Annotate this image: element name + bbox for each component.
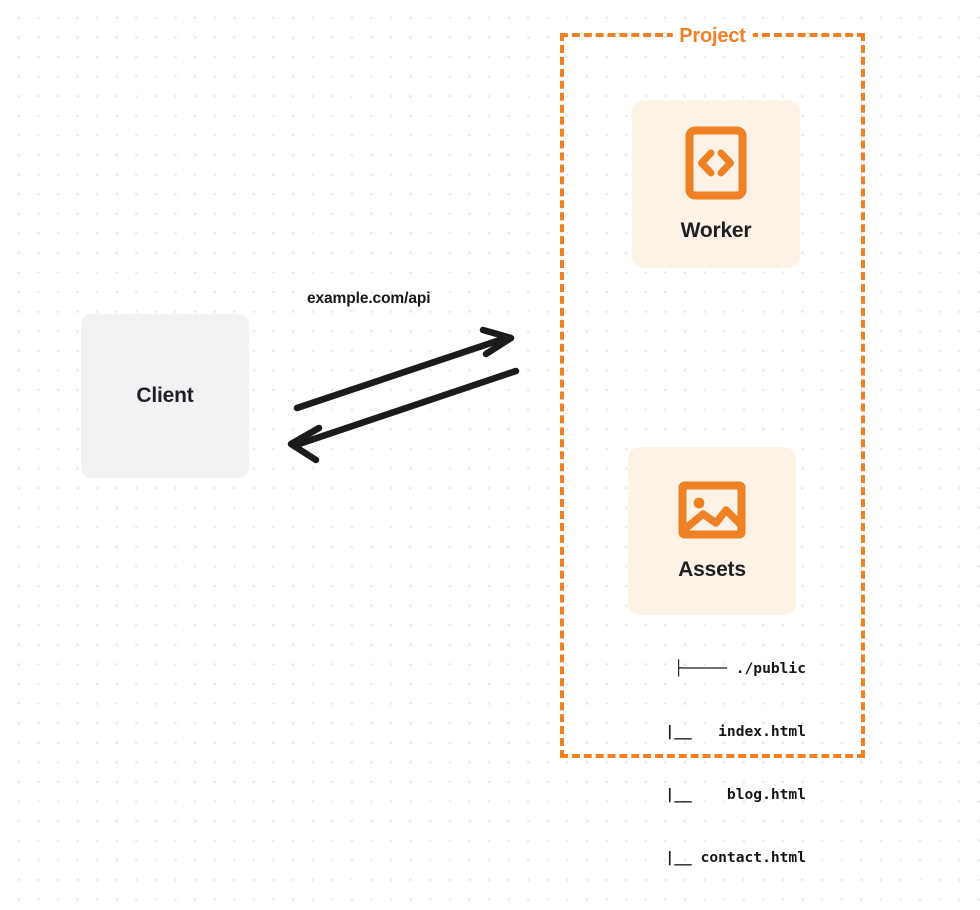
worker-card[interactable]: Worker (632, 100, 800, 268)
file-tree-row: |__ contact.html (612, 849, 806, 866)
response-arrow (287, 367, 520, 464)
connection-label: example.com/api (307, 290, 431, 307)
file-tree: ├───── ./public |__ index.html |__ blog.… (606, 616, 806, 910)
image-icon (678, 481, 746, 544)
file-tree-row: ├───── ./public (674, 660, 806, 677)
client-label: Client (136, 384, 194, 407)
assets-card[interactable]: Assets (628, 447, 796, 615)
code-brackets-icon (685, 126, 747, 205)
file-tree-row: |__ blog.html (612, 786, 806, 803)
client-node[interactable]: Client (81, 314, 249, 478)
project-group: Project (560, 23, 865, 758)
assets-label: Assets (678, 557, 746, 581)
worker-label: Worker (680, 218, 752, 242)
project-title: Project (672, 23, 753, 49)
request-arrow (293, 326, 515, 412)
diagram-canvas: Client example.com/api Project Worker (81, 23, 865, 866)
file-tree-row: |__ index.html (612, 723, 806, 740)
